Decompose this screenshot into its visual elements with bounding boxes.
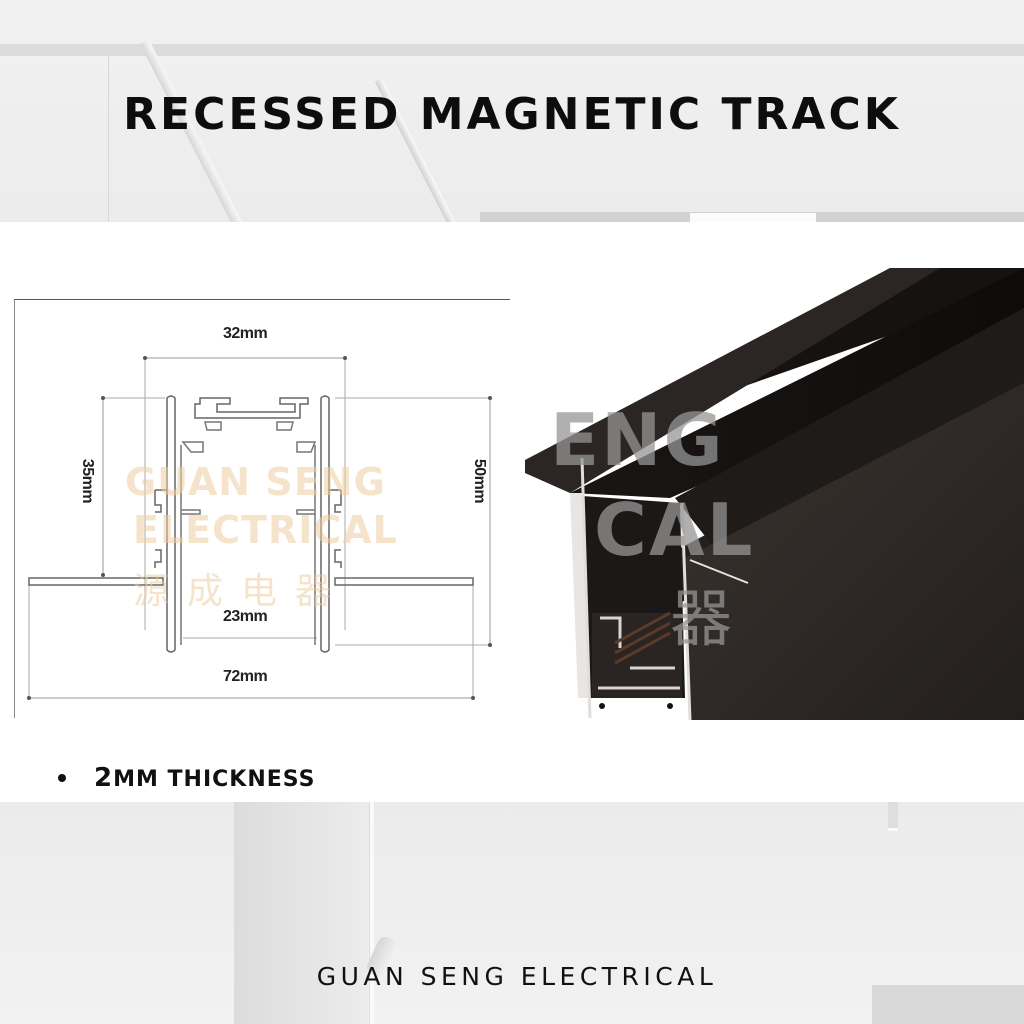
footer-banner (0, 802, 1024, 1024)
watermark-photo-line2: CAL (594, 488, 755, 572)
dimension-top-width: 32mm (223, 325, 268, 342)
watermark-brand-chinese: 源成电器 (133, 571, 350, 612)
floor-lamp-rod (369, 802, 374, 1024)
feature-text: 2MM THICKNESS (94, 763, 315, 793)
watermark-brand-line1: GUAN SENG (125, 460, 386, 504)
dimension-left-height: 35mm (79, 458, 97, 504)
profile-dimension-diagram: 32mm 23mm 72mm 35mm 50mm GUAN SENG ELECT… (14, 299, 513, 718)
ceiling-edge (0, 44, 1024, 56)
dimension-inner-width: 23mm (223, 608, 268, 625)
profile-cross-section-drawing (27, 356, 492, 700)
feature-list-item: 2MM THICKNESS (58, 760, 315, 796)
watermark-brand-line2: ELECTRICAL (133, 508, 398, 552)
wall-edge (108, 56, 109, 222)
page-title: RECESSED MAGNETIC TRACK (123, 89, 901, 140)
feature-label: MM THICKNESS (113, 767, 316, 792)
dimension-overall-width: 72mm (223, 668, 268, 685)
watermark-photo-line1: ENG (550, 398, 725, 482)
sofa-silhouette (872, 985, 1024, 1024)
pendant-light (888, 802, 898, 831)
bullet-icon (58, 774, 66, 782)
footer-brand: GUAN SENG ELECTRICAL (316, 962, 718, 991)
watermark-photo-chinese: 器 (670, 582, 733, 655)
wall-pillar (234, 802, 368, 1024)
floor-highlight (690, 213, 816, 222)
header-banner (0, 0, 1024, 222)
track-profile-render (525, 268, 1024, 720)
product-photo: ENG CAL 器 (510, 268, 1024, 720)
dimension-right-height: 50mm (471, 458, 489, 504)
feature-prefix: 2 (94, 763, 114, 793)
